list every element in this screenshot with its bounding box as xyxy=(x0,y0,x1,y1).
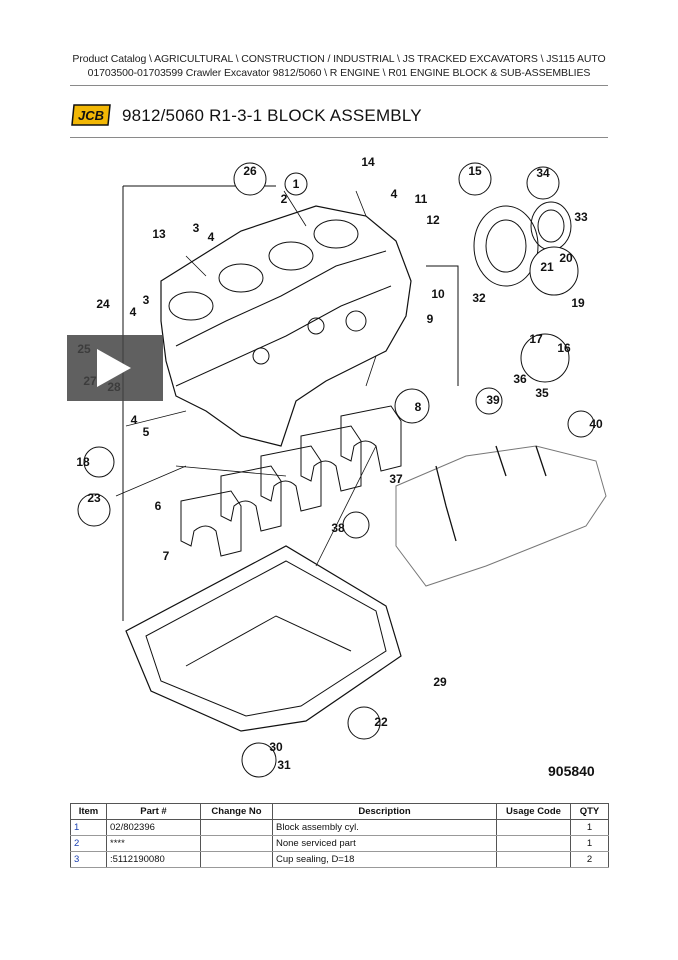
svg-text:2: 2 xyxy=(281,192,288,206)
pipe-assembly xyxy=(395,445,607,587)
part-number: **** xyxy=(106,835,201,852)
svg-text:13: 13 xyxy=(152,227,166,241)
svg-text:18: 18 xyxy=(76,455,90,469)
bearing-cap xyxy=(220,465,282,532)
table-header-row: Item Part # Change No Description Usage … xyxy=(70,803,609,820)
svg-text:21: 21 xyxy=(540,260,554,274)
table-row: 2 **** None serviced part 1 xyxy=(70,835,609,852)
item-number-link[interactable]: 2 xyxy=(70,835,107,852)
breadcrumb: Product Catalog \ AGRICULTURAL \ CONSTRU… xyxy=(0,52,678,80)
table-row: 1 02/802396 Block assembly cyl. 1 xyxy=(70,819,609,836)
svg-text:33: 33 xyxy=(574,210,588,224)
figure-number: 905840 xyxy=(548,763,595,779)
change-no xyxy=(200,835,273,852)
svg-text:5: 5 xyxy=(143,425,150,439)
svg-text:24: 24 xyxy=(96,297,110,311)
change-no xyxy=(200,851,273,868)
svg-text:30: 30 xyxy=(269,740,283,754)
svg-text:26: 26 xyxy=(243,164,257,178)
jcb-logo: JCB xyxy=(71,104,111,126)
svg-text:7: 7 xyxy=(163,549,170,563)
svg-text:32: 32 xyxy=(472,291,486,305)
logo-text: JCB xyxy=(78,108,104,123)
col-qty: QTY xyxy=(570,803,609,820)
svg-text:4: 4 xyxy=(208,230,215,244)
col-item: Item xyxy=(70,803,107,820)
svg-text:3: 3 xyxy=(143,293,150,307)
svg-text:6: 6 xyxy=(155,499,162,513)
bearing-cap xyxy=(260,445,322,512)
svg-text:22: 22 xyxy=(374,715,388,729)
svg-text:12: 12 xyxy=(426,213,440,227)
svg-text:1: 1 xyxy=(293,177,300,191)
svg-text:4: 4 xyxy=(130,305,137,319)
title-divider xyxy=(70,137,608,138)
part-number: 02/802396 xyxy=(106,819,201,836)
svg-text:3: 3 xyxy=(193,221,200,235)
breadcrumb-line-2: 01703500-01703599 Crawler Excavator 9812… xyxy=(87,67,591,79)
bearing-cap xyxy=(340,405,402,472)
svg-text:23: 23 xyxy=(87,491,101,505)
item-number-link[interactable]: 1 xyxy=(70,819,107,836)
item-number-link[interactable]: 3 xyxy=(70,851,107,868)
description: Block assembly cyl. xyxy=(272,819,497,836)
svg-text:10: 10 xyxy=(431,287,445,301)
svg-text:37: 37 xyxy=(389,472,403,486)
col-usage-code: Usage Code xyxy=(496,803,571,820)
part-number: :5112190080 xyxy=(106,851,201,868)
oil-pan xyxy=(125,545,402,732)
svg-text:4: 4 xyxy=(131,413,138,427)
svg-text:8: 8 xyxy=(415,400,422,414)
usage-code xyxy=(496,819,571,836)
quantity: 1 xyxy=(570,819,609,836)
play-icon xyxy=(67,335,163,401)
page-title: 9812/5060 R1-3-1 BLOCK ASSEMBLY xyxy=(122,106,422,125)
svg-text:15: 15 xyxy=(468,164,482,178)
svg-text:14: 14 xyxy=(361,155,375,169)
table-row: 3 :5112190080 Cup sealing, D=18 2 xyxy=(70,851,609,868)
quantity: 2 xyxy=(570,851,609,868)
engine-block xyxy=(160,205,412,447)
col-change-no: Change No xyxy=(200,803,273,820)
svg-text:11: 11 xyxy=(415,192,428,206)
svg-text:29: 29 xyxy=(433,675,447,689)
svg-text:35: 35 xyxy=(535,386,549,400)
bearing-cap xyxy=(180,490,242,557)
description: None serviced part xyxy=(272,835,497,852)
seal-ring xyxy=(530,201,572,251)
svg-text:40: 40 xyxy=(589,417,603,431)
bearing-cap xyxy=(300,425,362,492)
svg-text:36: 36 xyxy=(513,372,527,386)
svg-text:9: 9 xyxy=(427,312,434,326)
quantity: 1 xyxy=(570,835,609,852)
svg-text:34: 34 xyxy=(536,166,550,180)
svg-text:19: 19 xyxy=(571,296,585,310)
timing-cover xyxy=(473,205,539,287)
svg-text:4: 4 xyxy=(391,187,398,201)
usage-code xyxy=(496,835,571,852)
col-part-number: Part # xyxy=(106,803,201,820)
svg-text:16: 16 xyxy=(557,341,571,355)
breadcrumb-line-1: Product Catalog \ AGRICULTURAL \ CONSTRU… xyxy=(72,53,606,65)
svg-text:39: 39 xyxy=(486,393,500,407)
usage-code xyxy=(496,851,571,868)
header-divider xyxy=(70,85,608,86)
description: Cup sealing, D=18 xyxy=(272,851,497,868)
parts-table: Item Part # Change No Description Usage … xyxy=(70,803,609,868)
svg-text:31: 31 xyxy=(277,758,291,772)
svg-text:17: 17 xyxy=(529,332,543,346)
svg-text:20: 20 xyxy=(559,251,573,265)
change-no xyxy=(200,819,273,836)
col-description: Description xyxy=(272,803,497,820)
svg-text:38: 38 xyxy=(331,521,345,535)
